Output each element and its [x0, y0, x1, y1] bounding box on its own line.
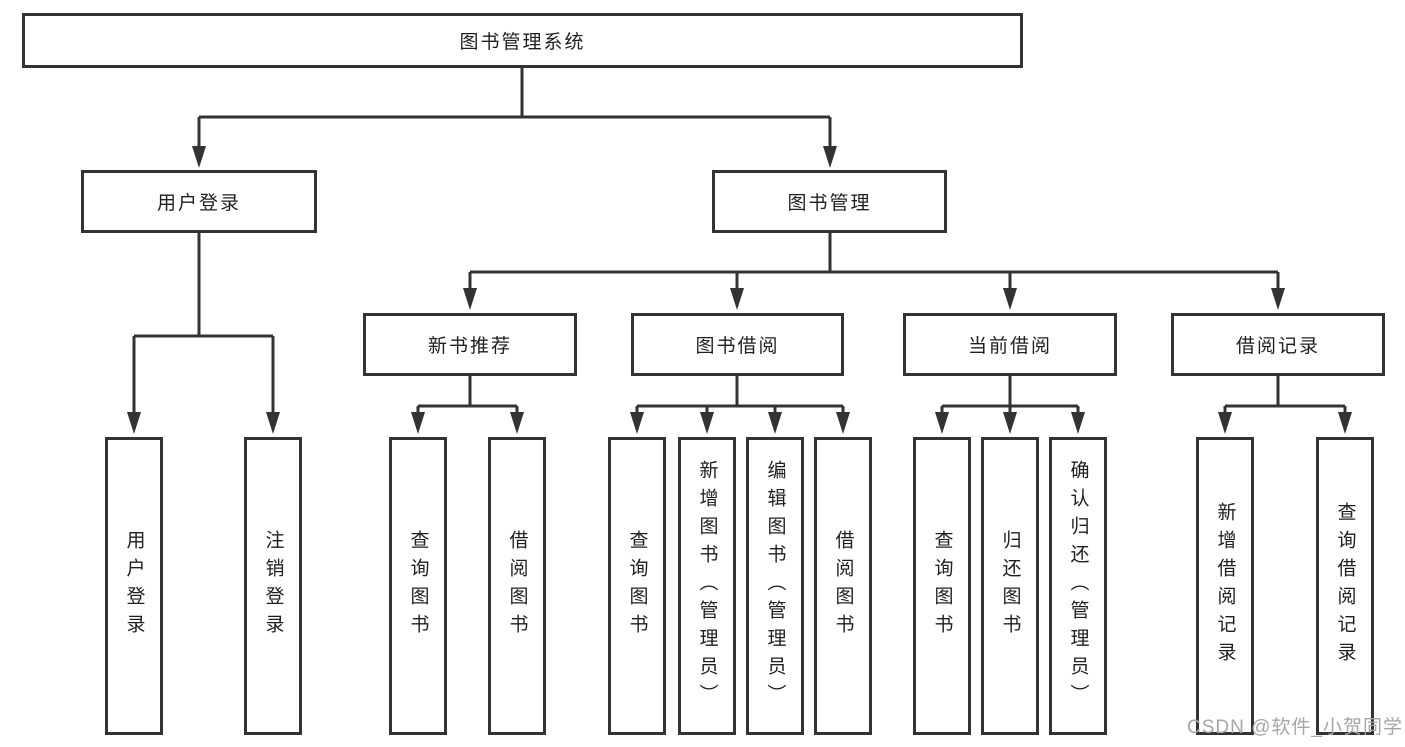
connector-root-to-level2 — [192, 68, 837, 168]
arrowhead — [700, 412, 714, 434]
leaf-bb-add-book-label: 新增图书（管理员） — [696, 460, 718, 712]
arrowhead — [1218, 412, 1232, 434]
leaf-cb-query-book: 查询图书 — [913, 437, 971, 735]
node-new-book-recommend: 新书推荐 — [363, 313, 577, 376]
connector-new-book-recommend-to-leaves — [411, 376, 524, 434]
connector-current-borrow-to-leaves — [935, 376, 1085, 434]
arrowhead — [1071, 412, 1085, 434]
node-book-borrow: 图书借阅 — [631, 313, 844, 376]
node-borrow-record-label: 借阅记录 — [1235, 336, 1320, 357]
leaf-br-query-record-label: 查询借阅记录 — [1334, 502, 1356, 670]
arrowhead — [510, 412, 524, 434]
leaf-nbr-query-book-label: 查询图书 — [407, 530, 429, 642]
leaf-br-add-record: 新增借阅记录 — [1196, 437, 1254, 735]
arrowhead — [192, 146, 206, 168]
node-new-book-recommend-label: 新书推荐 — [427, 336, 512, 357]
leaf-nbr-borrow-book: 借阅图书 — [488, 437, 546, 735]
leaf-br-add-record-label: 新增借阅记录 — [1214, 502, 1236, 670]
arrowhead — [411, 412, 425, 434]
connector-book-borrow-to-leaves — [630, 376, 850, 434]
leaf-bb-add-book: 新增图书（管理员） — [678, 437, 736, 735]
arrowhead — [630, 412, 644, 434]
node-borrow-record: 借阅记录 — [1171, 313, 1385, 376]
node-book-borrow-label: 图书借阅 — [695, 336, 780, 357]
leaf-bb-edit-book: 编辑图书（管理员） — [746, 437, 804, 735]
leaf-cb-return-book-label: 归还图书 — [999, 530, 1021, 642]
node-current-borrow-label: 当前借阅 — [967, 336, 1052, 357]
node-book-management: 图书管理 — [712, 170, 947, 233]
arrowhead — [935, 412, 949, 434]
node-current-borrow: 当前借阅 — [903, 313, 1117, 376]
arrowhead — [1003, 412, 1017, 434]
leaf-bb-edit-book-label: 编辑图书（管理员） — [764, 460, 786, 712]
connector-user-login-to-leaves — [127, 233, 280, 434]
arrowhead — [127, 412, 141, 434]
csdn-watermark: CSDN @软件_小贺同学 — [1187, 717, 1403, 738]
leaf-nbr-borrow-book-label: 借阅图书 — [506, 530, 528, 642]
leaf-bb-query-book: 查询图书 — [608, 437, 666, 735]
arrowhead — [463, 288, 477, 310]
arrowhead — [730, 288, 744, 310]
node-root-label: 图书管理系统 — [459, 32, 586, 53]
arrowhead — [768, 412, 782, 434]
node-root: 图书管理系统 — [22, 13, 1023, 68]
arrowhead — [1338, 412, 1352, 434]
leaf-cb-return-book: 归还图书 — [981, 437, 1039, 735]
leaf-bb-borrow-book: 借阅图书 — [814, 437, 872, 735]
leaf-cb-query-book-label: 查询图书 — [931, 530, 953, 642]
leaf-cb-confirm-return-label: 确认归还（管理员） — [1067, 460, 1089, 712]
arrowhead — [1271, 288, 1285, 310]
node-user-login-label: 用户登录 — [156, 193, 241, 214]
arrowhead — [823, 146, 837, 168]
leaf-user-login: 用户登录 — [105, 437, 163, 735]
leaf-bb-borrow-book-label: 借阅图书 — [832, 530, 854, 642]
connector-borrow-record-to-leaves — [1218, 376, 1352, 434]
leaf-cb-confirm-return: 确认归还（管理员） — [1049, 437, 1107, 735]
node-user-login: 用户登录 — [81, 170, 317, 233]
arrowhead — [1003, 288, 1017, 310]
leaf-user-login-label: 用户登录 — [123, 530, 145, 642]
arrowhead — [266, 412, 280, 434]
connector-book-management-to-level3 — [463, 233, 1285, 310]
arrowhead — [836, 412, 850, 434]
leaf-bb-query-book-label: 查询图书 — [626, 530, 648, 642]
node-book-management-label: 图书管理 — [787, 193, 872, 214]
leaf-nbr-query-book: 查询图书 — [389, 437, 447, 735]
leaf-logout: 注销登录 — [244, 437, 302, 735]
leaf-br-query-record: 查询借阅记录 — [1316, 437, 1374, 735]
leaf-logout-label: 注销登录 — [262, 530, 284, 642]
